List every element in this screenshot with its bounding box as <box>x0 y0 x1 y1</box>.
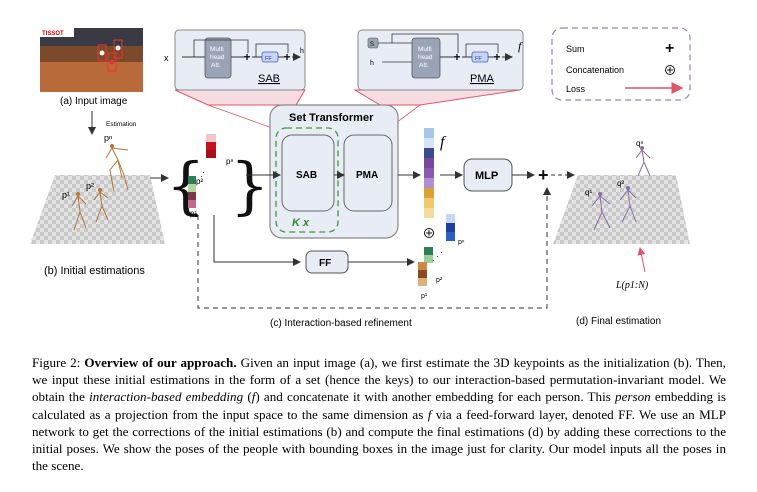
ff-label: FF <box>319 258 331 269</box>
pma-label: PMA <box>356 170 378 181</box>
person-p1-label: p¹ <box>62 190 70 200</box>
caption-label: Figure 2: <box>32 355 81 370</box>
final-estimation-plane <box>553 146 690 273</box>
svg-text:·: · <box>436 251 439 261</box>
sab-detail: + + <box>174 29 306 91</box>
pma-detail-title: PMA <box>470 73 495 85</box>
sab-block-line3: Att. <box>211 62 221 69</box>
set-pn-label: pⁿ <box>226 157 233 166</box>
kx-label: K x <box>292 217 310 229</box>
svg-text:{: { <box>166 149 205 222</box>
pma-detail-f: f <box>518 39 523 53</box>
loss-formula: L(p1:N) <box>615 280 649 291</box>
svg-text:·: · <box>202 167 205 177</box>
final-q2-label: q² <box>617 179 624 188</box>
caption-text-5: via a feed-forward layer, denoted FF. We… <box>32 406 726 474</box>
input-set: { } · · · <box>166 134 269 222</box>
figure-caption: Figure 2: Overview of our approach. Give… <box>32 354 726 474</box>
svg-text:·: · <box>440 247 443 257</box>
input-image-label: (a) Input image <box>60 96 128 107</box>
set-p1-label: p¹ <box>190 209 197 218</box>
caption-text-4: embedding is calculated as a projection … <box>32 389 726 422</box>
sab-detail-h: h <box>300 48 304 55</box>
person-p2-label: p² <box>86 181 94 191</box>
svg-text:+: + <box>454 50 461 64</box>
svg-text:·: · <box>198 175 201 185</box>
set-transformer-box <box>269 104 399 239</box>
caption-title: Overview of our approach. <box>84 355 237 370</box>
refine-label: (c) Interaction-based refinement <box>270 318 412 329</box>
sab-detail-x: x <box>164 53 169 63</box>
person-embeddings <box>418 247 433 286</box>
input-image: TISSOT <box>40 28 143 92</box>
svg-text:·: · <box>432 255 435 265</box>
sab-block-line1: Multi <box>210 46 224 53</box>
final-qn-label: qⁿ <box>636 139 643 148</box>
embed-p1-label: p¹ <box>421 293 428 300</box>
legend-loss: Loss <box>566 84 586 94</box>
set-transformer-title: Set Transformer <box>289 112 374 124</box>
f-embedding <box>424 128 434 218</box>
pma-detail-s: S <box>370 42 374 48</box>
scoreboard-text: TISSOT <box>42 31 64 37</box>
estimation-label: Estimation <box>106 121 137 128</box>
svg-text:·: · <box>200 171 203 181</box>
caption-text-2: ( <box>243 389 252 405</box>
pma-detail-h: h <box>370 60 374 67</box>
legend-concat: Concatenation <box>566 65 624 75</box>
pma-block-line1: Multi <box>418 46 432 53</box>
svg-text:+: + <box>494 50 501 64</box>
mlp-label: MLP <box>475 170 498 182</box>
legend-sum: Sum <box>566 44 585 54</box>
sab-ff: FF <box>265 56 272 62</box>
embed-pn-label: pⁿ <box>458 239 465 246</box>
set-p2-label: p² <box>196 177 203 186</box>
initial-estimations-plane <box>30 144 165 244</box>
person-embedding-pn <box>446 214 455 241</box>
svg-text:+: + <box>244 50 251 64</box>
caption-emphasis-person: person <box>615 389 651 405</box>
pma-detail: + + <box>357 29 524 91</box>
caption-text-3: ) and concatenate it with another embedd… <box>255 389 616 405</box>
final-q1-label: q¹ <box>585 188 592 197</box>
sab-block-line2: head <box>210 54 225 61</box>
pma-block-line2: head <box>418 54 433 61</box>
caption-text-1: Given an input image (a), we first estim… <box>32 355 727 405</box>
legend: + <box>551 27 691 101</box>
embed-p2-label: p² <box>436 277 443 284</box>
pma-ff: FF <box>475 56 482 62</box>
caption-emphasis-embedding: interaction-based embedding <box>89 389 244 405</box>
initial-estimations-label: (b) Initial estimations <box>44 265 145 277</box>
svg-text:+: + <box>284 50 291 64</box>
sab-label: SAB <box>296 170 317 181</box>
sab-detail-title: SAB <box>258 73 280 85</box>
caption-emphasis-f2: f <box>427 406 432 422</box>
svg-text:}: } <box>230 149 269 222</box>
person-pn-label: pⁿ <box>104 133 112 143</box>
final-estimation-label: (d) Final estimation <box>576 316 661 327</box>
svg-text:+: + <box>538 165 549 185</box>
svg-text:+: + <box>665 40 674 57</box>
f-symbol: f <box>440 134 447 151</box>
figure: TISSOT (a) Input image Estimation pⁿ p¹ … <box>30 27 691 329</box>
pma-block-line3: Att. <box>419 62 429 69</box>
caption-emphasis-f: f <box>251 389 256 405</box>
